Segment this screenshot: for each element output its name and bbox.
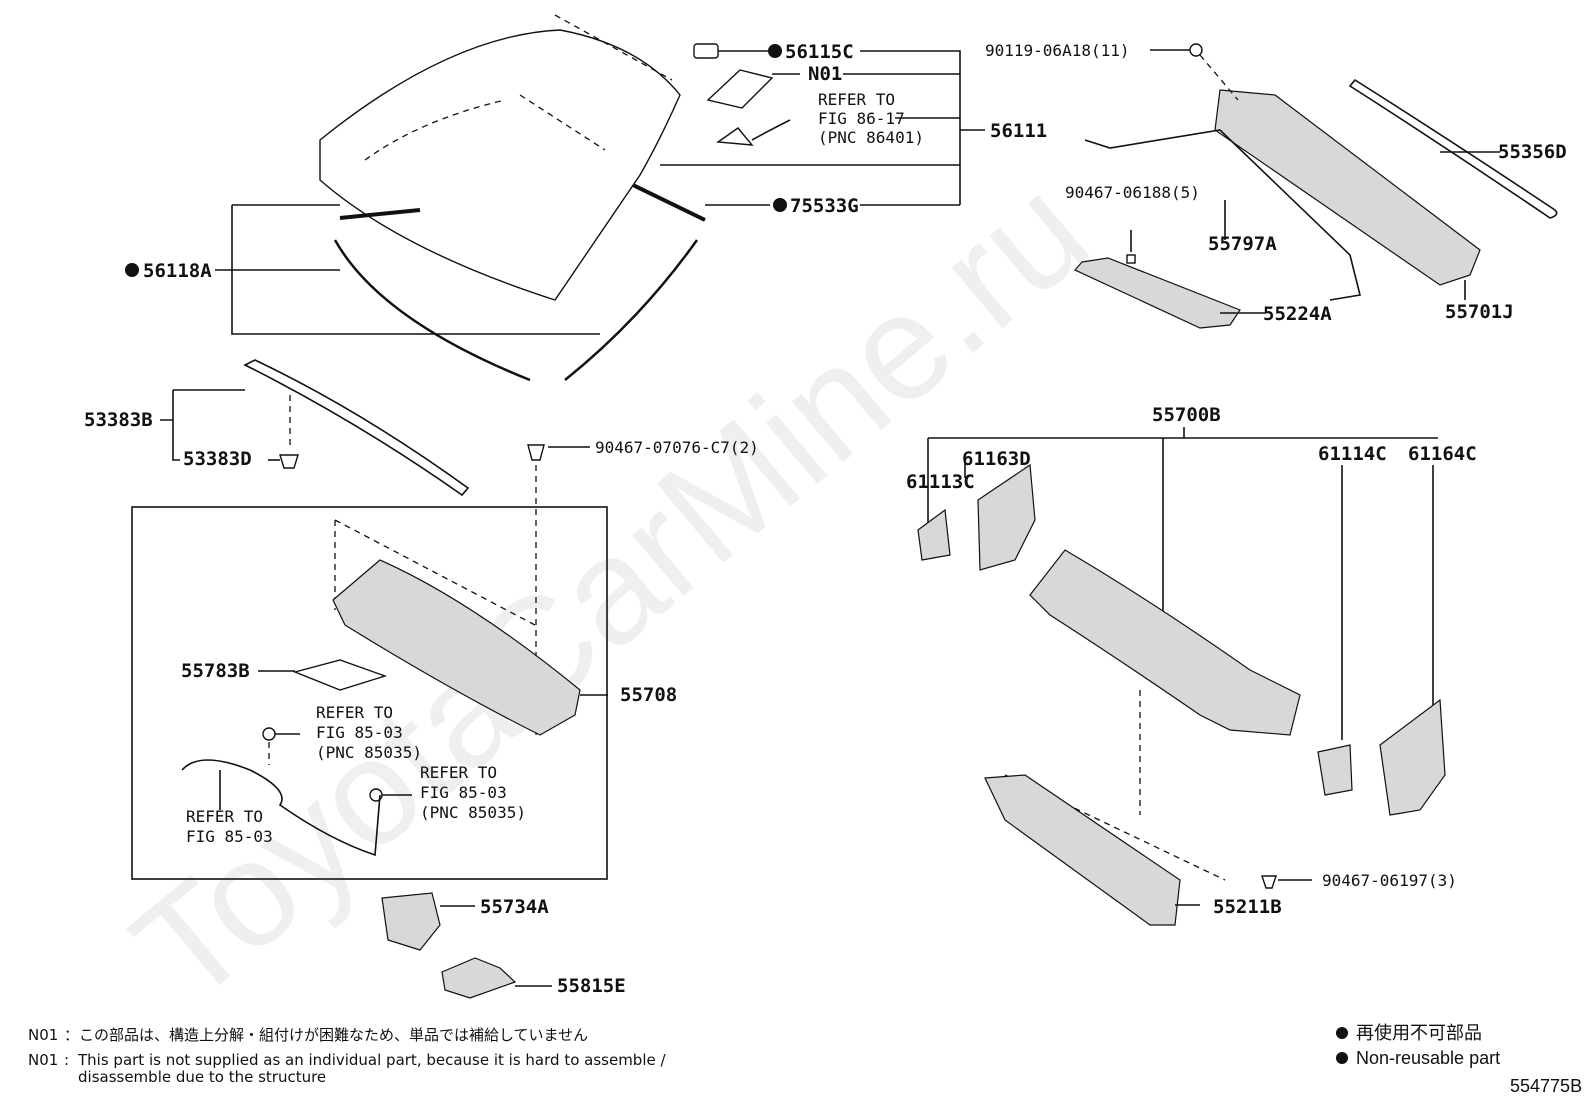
refer-85a-line2: FIG 85-03 [316,723,403,742]
clip-90467-07076 [527,444,545,461]
refer-86-line2: FIG 86-17 [818,109,905,128]
louver-55708 [332,559,581,736]
hose-55797A [1084,129,1361,301]
label-55783B: 55783B [181,660,250,682]
bracket-61113C [917,508,951,561]
cowl-panel-group [917,427,1446,926]
clip-56115C [693,43,719,59]
windshield-dash [554,14,673,81]
cowl-louver [181,519,608,857]
label-90119: 90119-06A18(11) [985,41,1130,60]
label-61164C: 61164C [1408,443,1477,465]
cowl-55700B [1029,549,1301,736]
dam-right [564,239,699,381]
seal-55783B [292,659,388,691]
top-right-leaders [1130,49,1500,314]
label-56115C: 56115C [785,41,854,63]
clip-53383D [279,454,299,469]
bottom-left-parts [381,892,552,999]
dam-lower [333,239,531,382]
refer-85a-line1: REFER TO [316,703,393,722]
footnote-en-line1: This part is not supplied as an individu… [77,1051,666,1069]
windshield-leaders [215,50,985,335]
label-53383B: 53383B [84,409,153,431]
label-90467-07076: 90467-07076-C7(2) [595,438,759,457]
refer-85a-line3: (PNC 85035) [316,743,422,762]
part-55734A [381,892,441,951]
non-reusable-dot [768,44,782,58]
hose-85035 [181,759,381,857]
label-61163D: 61163D [962,448,1031,470]
non-reusable-dot [125,263,139,277]
sensor-86401 [716,127,754,146]
non-reusable-dot [773,198,787,212]
label-55356D: 55356D [1498,141,1567,163]
refer-85c-line1: REFER TO [186,807,263,826]
bracket-N01 [706,69,774,109]
clip-90467-06197 [1261,875,1277,889]
weatherstrip-55356D [1348,78,1558,219]
refer-86-line3: (PNC 86401) [818,128,924,147]
windshield-glass [319,29,681,301]
legend-en: Non-reusable part [1356,1048,1500,1068]
legend-dot-en [1336,1052,1348,1064]
label-55734A: 55734A [480,896,549,918]
label-90467-06188: 90467-06188(5) [1065,183,1200,202]
label-55700B: 55700B [1152,404,1221,426]
refer-85b-line3: (PNC 85035) [420,803,526,822]
footnote-colon: : [64,1051,69,1069]
footnote-key-en: N01 [28,1051,58,1069]
label-55708: 55708 [620,684,677,706]
label-53383D: 53383D [183,448,252,470]
seal-55224A [1074,257,1241,329]
footnote-en-line2: disassemble due to the structure [78,1068,326,1086]
legend-dot-jp [1336,1027,1348,1039]
clip-90467-06188 [1126,254,1136,264]
label-75533G: 75533G [790,195,859,217]
label-56118A: 56118A [143,260,212,282]
label-90467-06197: 90467-06197(3) [1322,871,1457,890]
part-55815E [441,957,517,999]
label-55211B: 55211B [1213,896,1282,918]
diagram-id: 554775B [1510,1076,1582,1096]
refer-85b-line1: REFER TO [420,763,497,782]
label-55815E: 55815E [557,975,626,997]
label-N01: N01 [808,63,842,85]
label-55224A: 55224A [1263,303,1332,325]
refer-85c-line2: FIG 85-03 [186,827,273,846]
label-55701J: 55701J [1445,301,1514,323]
label-55797A: 55797A [1208,233,1277,255]
footnote-jp: ：この部品は、構造上分解・組付けが困難なため、単品では補給していません [64,1026,588,1044]
bracket-61114C [1317,744,1353,796]
panel-55701J [1214,89,1481,286]
legend-jp: 再使用不可部品 [1356,1023,1482,1043]
seal-53383B [243,359,470,497]
label-61113C: 61113C [906,471,975,493]
label-56111: 56111 [990,120,1047,142]
louver-box [131,506,608,880]
panel-61164C [1379,698,1446,816]
refer-85b-line2: FIG 85-03 [420,783,507,802]
windshield-assembly [319,14,791,382]
molding-side [632,183,706,222]
bolt-90119 [1189,43,1203,57]
panel-55211B [984,774,1181,926]
refer-86-line1: REFER TO [818,90,895,109]
watermark: ToyotaCarMine.ru [103,145,1118,1035]
panel-61163D [977,463,1036,571]
footnote-key-jp: N01 [28,1026,58,1044]
molding-top [339,208,421,220]
label-61114C: 61114C [1318,443,1387,465]
